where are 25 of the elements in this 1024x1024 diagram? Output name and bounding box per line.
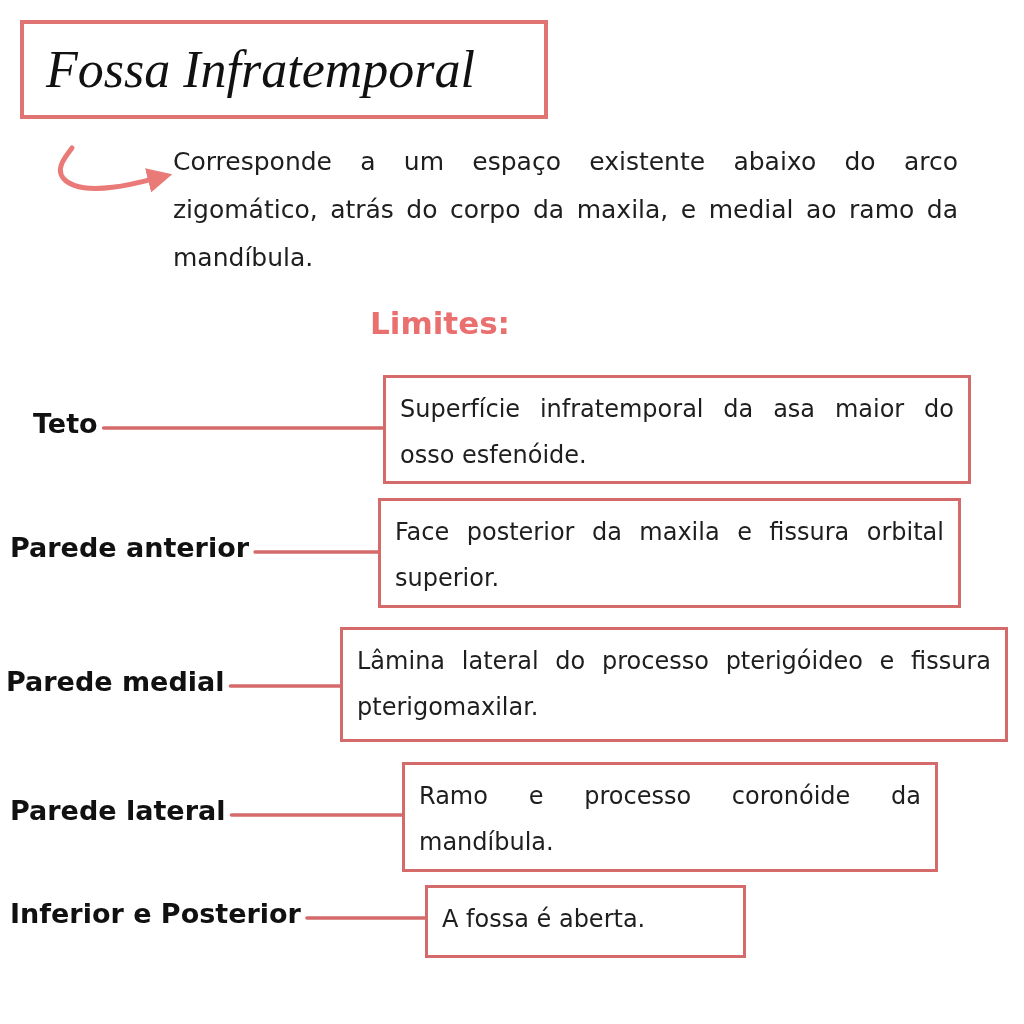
limit-label: Teto	[33, 408, 98, 439]
limit-label: Inferior e Posterior	[10, 898, 301, 929]
section-heading: Limites:	[370, 305, 510, 341]
limit-label: Parede lateral	[10, 795, 226, 826]
limit-label: Parede anterior	[10, 532, 250, 563]
limit-description: A fossa é aberta.	[442, 904, 647, 935]
limit-description: Lâmina lateral do processo pterigóideo e fissura pterigomaxilar.	[357, 646, 991, 723]
limit-description: Ramo e processo coronóide da mandíbula.	[419, 781, 921, 858]
limit-description: Face posterior da maxila e fissura orbital superior.	[395, 517, 944, 594]
limit-box	[340, 627, 1008, 742]
limit-label: Parede medial	[6, 666, 225, 697]
connector-line	[228, 684, 342, 688]
connector-line	[229, 813, 404, 817]
title-box	[20, 20, 548, 119]
limit-label	[378, 498, 961, 608]
title-text: Fossa Infratemporal	[46, 40, 475, 99]
connector-line	[101, 426, 385, 430]
limit-description: Superfície infratemporal da asa maior do osso esfenóide.	[400, 394, 954, 471]
description-text	[383, 375, 971, 484]
limit-box	[425, 885, 746, 958]
connector-line	[305, 916, 427, 920]
curved-arrow	[57, 145, 173, 193]
limit-label	[402, 762, 938, 872]
description-text: Corresponde a um espaço existente abaixo do arco zigomático, atrás do corpo da maxila, e medial ao ramo da mandíbula.	[173, 146, 958, 274]
connector-line	[253, 550, 380, 554]
